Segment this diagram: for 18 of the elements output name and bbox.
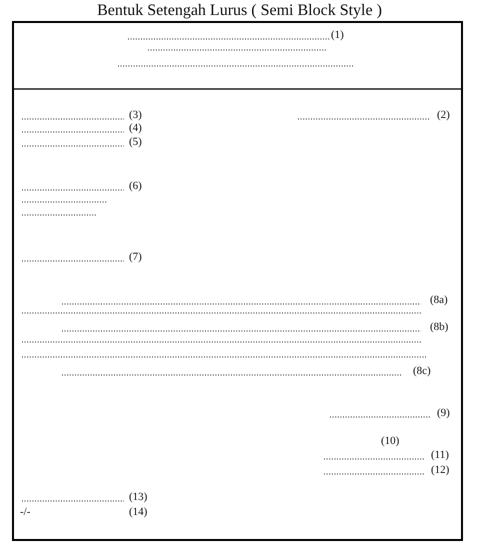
callout-number: (12)	[431, 464, 450, 476]
callout-number: (5)	[129, 136, 142, 148]
callout-number: (6)	[129, 180, 142, 192]
callout-number: (2)	[437, 109, 450, 121]
callout-number: (9)	[437, 407, 450, 419]
callout-number: (3)	[129, 109, 142, 121]
callout-number: (8b)	[430, 321, 448, 333]
callout-number: -/-	[20, 506, 30, 518]
callout-number: (11)	[431, 449, 449, 461]
callout-number: (10)	[381, 435, 400, 447]
title: Bentuk Setengah Lurus ( Semi Block Style )	[96, 1, 383, 21]
callout-number: (13)	[129, 491, 148, 503]
callout-number: (1)	[331, 29, 344, 41]
callout-number: (8a)	[430, 294, 448, 306]
callout-number: (7)	[129, 251, 142, 263]
callout-number: (8c)	[413, 365, 431, 377]
callout-number: (14)	[129, 506, 148, 518]
callout-number: (4)	[129, 122, 142, 134]
